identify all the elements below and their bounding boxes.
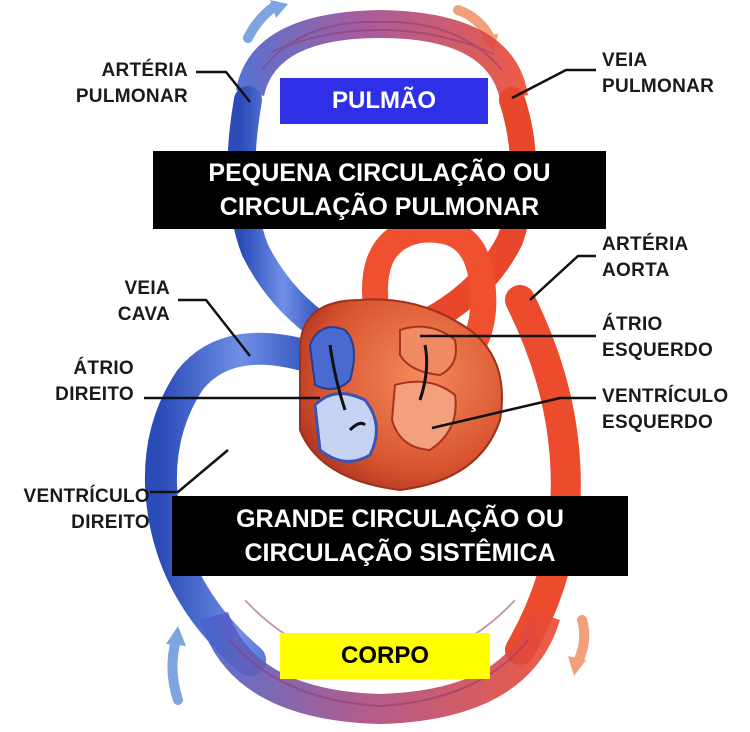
pulmonary-artery [227,86,339,344]
pulmonary-vein [417,87,537,333]
body-capillary-bed [200,610,560,724]
label-line: PULMONAR [75,86,188,107]
systemic-circulation-box: GRANDE CIRCULAÇÃO OU CIRCULAÇÃO SISTÊMIC… [172,496,628,576]
lung-capillary-lines [261,20,503,71]
flow-arrow-red-icon [568,615,590,676]
label-line: VEIA [124,278,170,299]
label-line: PULMONAR [602,76,715,97]
corpo-box: CORPO [280,633,490,679]
label-line: AORTA [602,260,670,281]
vena-cava [144,332,336,676]
label-ventriculo-direito: VENTRÍCULO DIREITO [0,484,150,536]
pulmao-label: PULMÃO [332,87,436,114]
pulmonary-circulation-line: CIRCULAÇÃO PULMONAR [219,193,540,221]
label-line: ARTÉRIA [602,234,689,255]
label-arteria-aorta: ARTÉRIA AORTA [602,232,689,284]
label-line: VENTRÍCULO [602,386,729,407]
pulmonary-circulation-line: PEQUENA CIRCULAÇÃO OU [208,159,551,187]
descending-aorta [505,285,581,665]
label-line: ÁTRIO [602,314,663,335]
leader-lines [144,68,596,494]
lung-capillary-bed [236,10,528,100]
aorta-arch [362,216,497,363]
label-arteria-pulmonar: ARTÉRIA PULMONAR [70,58,188,110]
label-atrio-esquerdo: ÁTRIO ESQUERDO [602,312,713,364]
label-line: ESQUERDO [602,340,714,361]
left-atrium-chamber [399,325,457,377]
label-line: ESQUERDO [602,412,714,433]
label-veia-pulmonar: VEIA PULMONAR [602,48,714,100]
corpo-label: CORPO [340,642,429,669]
heart-flow-arrows [328,344,429,432]
pulmao-box: PULMÃO [280,78,488,124]
label-line: ÁTRIO [73,358,134,379]
label-line: DIREITO [55,384,134,405]
label-line: DIREITO [71,512,150,533]
label-veia-cava: VEIA CAVA [90,276,170,328]
label-atrio-direito: ÁTRIO DIREITO [30,356,134,408]
flow-arrow-blue-icon [243,0,288,43]
label-line: ARTÉRIA [101,60,188,81]
label-ventriculo-esquerdo: VENTRÍCULO ESQUERDO [602,384,729,436]
systemic-circulation-line: CIRCULAÇÃO SISTÊMICA [244,539,556,567]
systemic-circulation-line: GRANDE CIRCULAÇÃO OU [236,505,564,533]
label-line: CAVA [117,304,170,325]
label-line: VEIA [602,50,648,71]
pulmonary-circulation-box: PEQUENA CIRCULAÇÃO OU CIRCULAÇÃO PULMONA… [153,151,606,229]
flow-arrow-blue-icon [166,626,186,705]
right-ventricle-chamber [313,392,378,463]
left-ventricle-chamber [390,380,457,452]
label-line: VENTRÍCULO [23,486,150,507]
